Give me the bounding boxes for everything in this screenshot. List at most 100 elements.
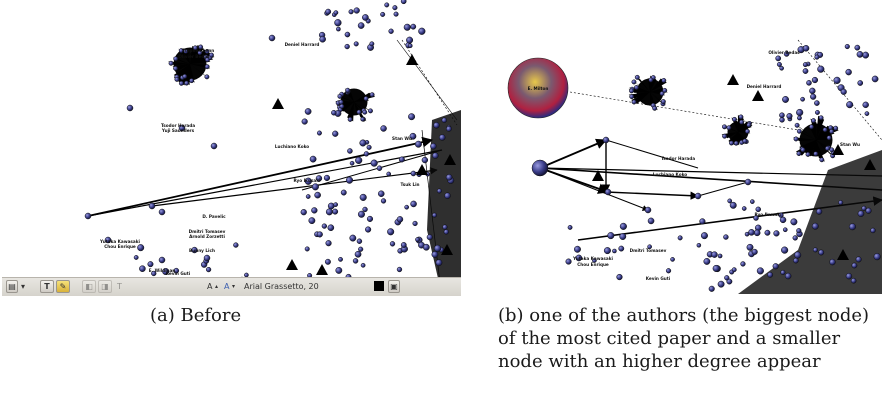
graph-node — [323, 174, 331, 182]
graph-node — [387, 228, 395, 236]
graph-node — [782, 227, 788, 233]
graph-node — [844, 43, 850, 50]
node-label: E. Wildman — [149, 268, 176, 273]
graph-node — [817, 65, 825, 73]
graph-node — [412, 220, 418, 227]
graph-node — [861, 205, 867, 211]
graph-node — [308, 217, 316, 225]
graph-node — [360, 116, 365, 122]
font-larger-button[interactable]: A — [207, 282, 213, 291]
edge-fan — [188, 64, 195, 83]
graph-node — [829, 147, 835, 153]
graph-node — [855, 256, 862, 263]
graph-node — [740, 261, 746, 267]
graph-node — [829, 129, 835, 134]
graph-node — [410, 200, 417, 208]
graph-node — [565, 258, 572, 265]
graph-node — [173, 267, 180, 274]
graph-node — [811, 76, 819, 84]
graph-node — [441, 117, 448, 123]
graph-edge — [605, 191, 699, 200]
node-label: Deniel Harrard — [285, 42, 320, 47]
graph-node — [659, 91, 665, 97]
node-label: Chou Enrique — [104, 244, 136, 249]
node-label: Yuji Saunders — [161, 128, 195, 133]
graph-node — [349, 234, 357, 242]
font-selector[interactable]: Arial Grassetto, 20 — [244, 282, 319, 291]
graph-node — [368, 108, 373, 114]
graph-node — [400, 0, 407, 5]
graph-node — [779, 65, 784, 71]
graph-node — [344, 31, 351, 38]
graph-node — [744, 128, 750, 134]
graph-node — [325, 240, 332, 247]
graph-node — [415, 237, 420, 242]
text-tool-icon[interactable]: T — [40, 280, 54, 293]
node-label: Dmitri Tomasev — [189, 229, 226, 234]
graph-node — [857, 80, 864, 86]
graph-node — [796, 228, 802, 234]
graph-node — [604, 188, 612, 196]
graph-node — [840, 88, 847, 95]
screenshot-icon[interactable]: ▣ — [388, 280, 400, 293]
graph-node — [796, 128, 802, 134]
graph-node — [311, 183, 319, 191]
graph-node — [197, 50, 203, 56]
graph-node — [575, 254, 583, 262]
node-size-icon[interactable]: ◧ — [82, 280, 96, 293]
view-mode-arrow[interactable]: ▾ — [21, 282, 26, 291]
graph-node — [603, 247, 611, 255]
graph-node — [396, 266, 403, 273]
graph-node — [870, 227, 876, 234]
graph-node — [753, 215, 759, 221]
graph-node — [392, 5, 398, 11]
graph-node — [316, 231, 323, 238]
font-smaller-button[interactable]: A — [224, 282, 230, 291]
graph-node — [325, 208, 333, 216]
graph-node — [833, 125, 839, 131]
graph-node — [775, 55, 782, 62]
edge-size-icon[interactable]: ◨ — [98, 280, 112, 293]
graph-node — [376, 165, 383, 171]
graph-node — [648, 77, 654, 83]
graph-edge — [301, 149, 443, 191]
graph-node — [782, 96, 789, 103]
graph-node — [432, 212, 438, 218]
graph-node — [445, 125, 452, 132]
graph-node — [348, 9, 354, 15]
graph-node — [380, 11, 386, 17]
label-color-swatch[interactable] — [374, 281, 384, 291]
graph-node — [360, 262, 366, 268]
view-mode-icon[interactable]: ▤ — [6, 280, 18, 293]
graph-node — [652, 105, 658, 111]
highlight-tool-icon[interactable]: ✎ — [56, 280, 70, 293]
graph-node — [722, 133, 728, 139]
label-tool-icon[interactable]: T — [117, 282, 122, 291]
graph-node — [845, 68, 852, 76]
graph-node — [779, 216, 787, 224]
graph-edge — [697, 181, 749, 197]
graph-node — [333, 10, 339, 16]
graph-node — [829, 258, 836, 266]
graph-node — [629, 94, 635, 100]
graph-node — [810, 93, 817, 100]
graph-node — [796, 151, 802, 157]
graph-node — [324, 258, 331, 265]
graph-node — [168, 60, 174, 66]
graph-node — [147, 261, 154, 268]
graph-node — [812, 247, 818, 253]
node-label: Stan Wu — [392, 136, 412, 141]
graph-node — [857, 210, 865, 218]
graph-node — [393, 11, 399, 17]
graph-node — [349, 160, 355, 166]
graph-node — [819, 157, 825, 163]
graph-edge — [87, 149, 443, 217]
graph-node — [433, 122, 440, 129]
graph-node — [833, 76, 841, 84]
graph-node — [174, 76, 180, 82]
graph-node — [406, 36, 414, 44]
graph-node — [335, 267, 343, 274]
graph-node — [618, 245, 625, 252]
graph-node — [443, 229, 449, 235]
